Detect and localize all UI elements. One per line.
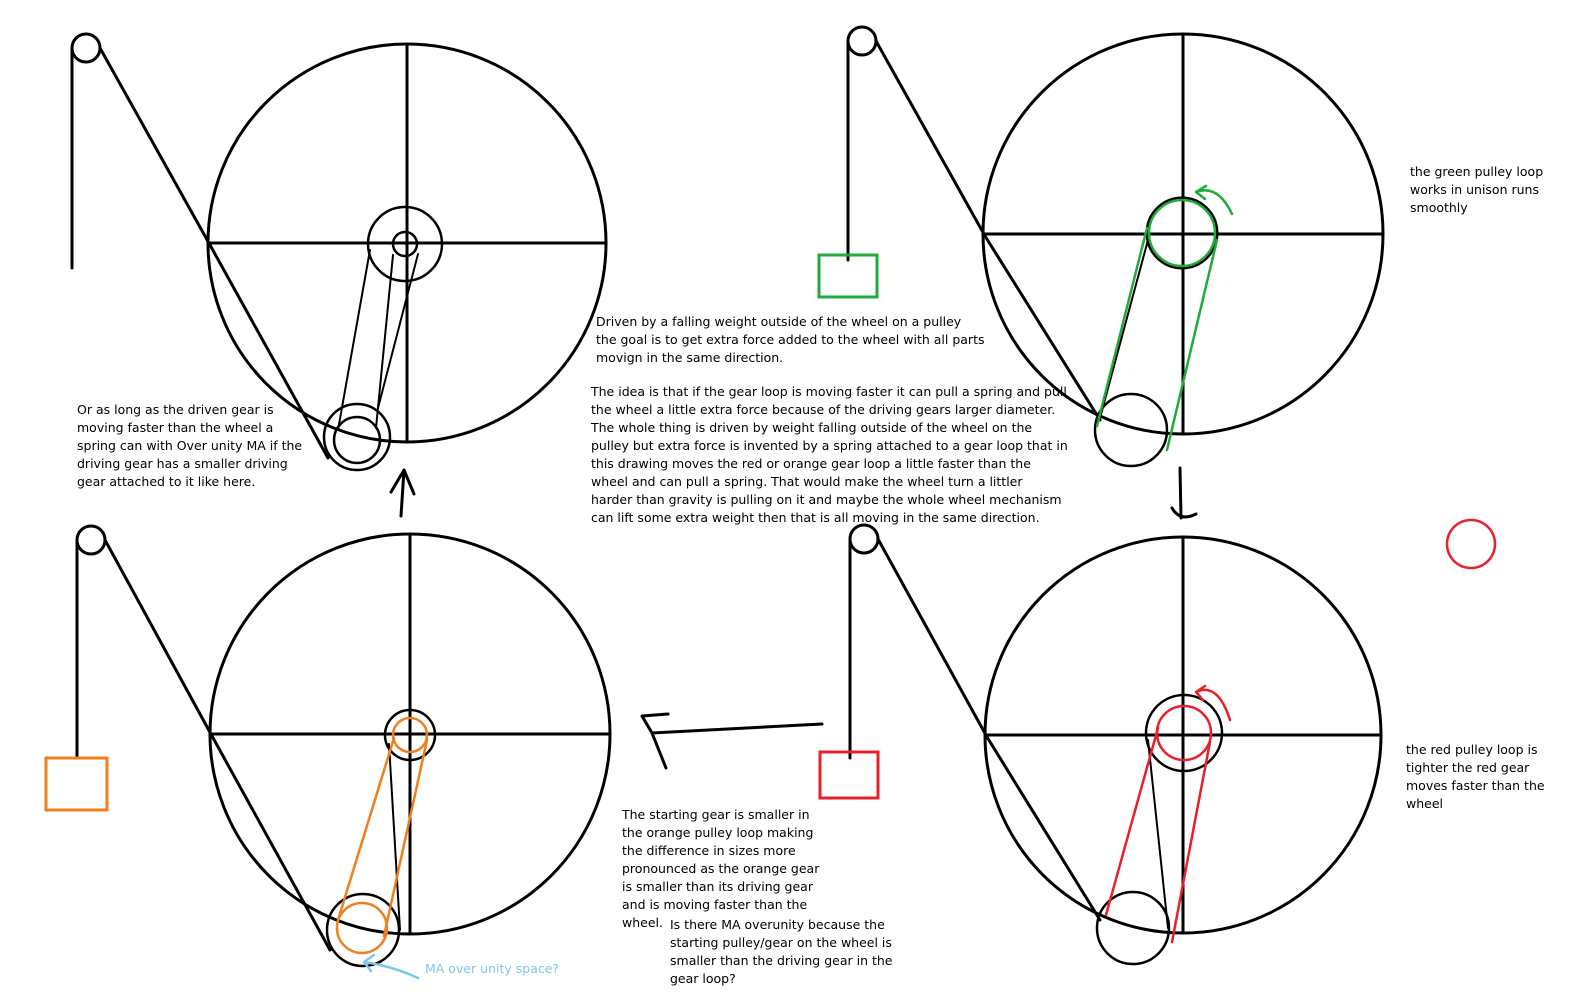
red-pulley-loop	[1104, 518, 1497, 944]
rope	[210, 734, 332, 952]
overunity-question-note: Is there MA overunity because the starti…	[670, 917, 893, 986]
loop-belt	[1099, 239, 1149, 419]
red-belt	[1170, 740, 1212, 944]
main-explanation: The idea is that if the gear loop is mov…	[591, 384, 1068, 525]
wheel-bottom-right	[848, 523, 1383, 966]
hub-gear-inner	[391, 230, 419, 258]
red-rotation-arrow-icon	[1194, 684, 1232, 722]
ma-space-label: MA over unity space?	[425, 961, 560, 976]
hub-gear	[383, 708, 437, 762]
green-hub-gear	[1147, 198, 1217, 268]
driving-gear-outer	[322, 402, 392, 472]
orange-loop-note: The starting gear is smaller in the oran…	[622, 807, 820, 930]
sequence-arrows	[389, 466, 1198, 770]
green-belt	[1165, 238, 1219, 452]
pulley	[75, 524, 107, 556]
green-rotation-arrow-icon	[1194, 184, 1234, 216]
green-loop-note: the green pulley loop works in unison ru…	[1410, 164, 1544, 215]
wheel-top-left	[70, 32, 608, 472]
orange-weight	[44, 756, 109, 812]
orange-hub-gear	[391, 716, 429, 754]
rope	[874, 39, 987, 238]
arrow-up-icon	[389, 468, 416, 518]
wheel-top-right	[846, 25, 1385, 468]
loop-belt	[388, 743, 401, 931]
red-belt	[1104, 726, 1160, 917]
ma-space-arrow-icon	[362, 953, 420, 980]
red-loop-note: the red pulley loop is tighter the red g…	[1406, 742, 1545, 811]
arrow-down-icon	[1170, 466, 1198, 520]
arrow-left-icon	[640, 712, 824, 770]
hub-gear-outer	[366, 205, 444, 283]
green-weight	[817, 253, 879, 299]
rope	[208, 243, 330, 460]
rope	[985, 735, 1102, 922]
orange-belt	[382, 738, 429, 938]
rope	[983, 234, 1102, 422]
rope	[98, 46, 212, 247]
loop-belt	[377, 253, 419, 409]
orange-belt	[336, 736, 396, 922]
hub-gear-outer	[1144, 693, 1224, 773]
driven-gear-note: Or as long as the driven gear is moving …	[77, 402, 303, 489]
pulley	[848, 523, 880, 555]
red-weight	[818, 750, 880, 800]
pulley	[70, 32, 102, 64]
driving-gear	[1093, 392, 1169, 468]
rope	[103, 538, 214, 738]
red-circle-marker	[1445, 518, 1497, 570]
loop-belt	[337, 249, 371, 431]
driving-gear-inner	[332, 415, 382, 465]
orange-pulley-loop	[335, 716, 429, 955]
pulley	[846, 25, 878, 57]
main-description: Driven by a falling weight outside of th…	[596, 314, 985, 365]
wheel-bottom-left	[75, 524, 612, 968]
loop-belt	[375, 254, 394, 429]
rope	[876, 537, 989, 739]
green-belt	[1095, 226, 1149, 428]
loop-belt	[1147, 739, 1169, 929]
green-pulley-loop	[1095, 184, 1234, 452]
